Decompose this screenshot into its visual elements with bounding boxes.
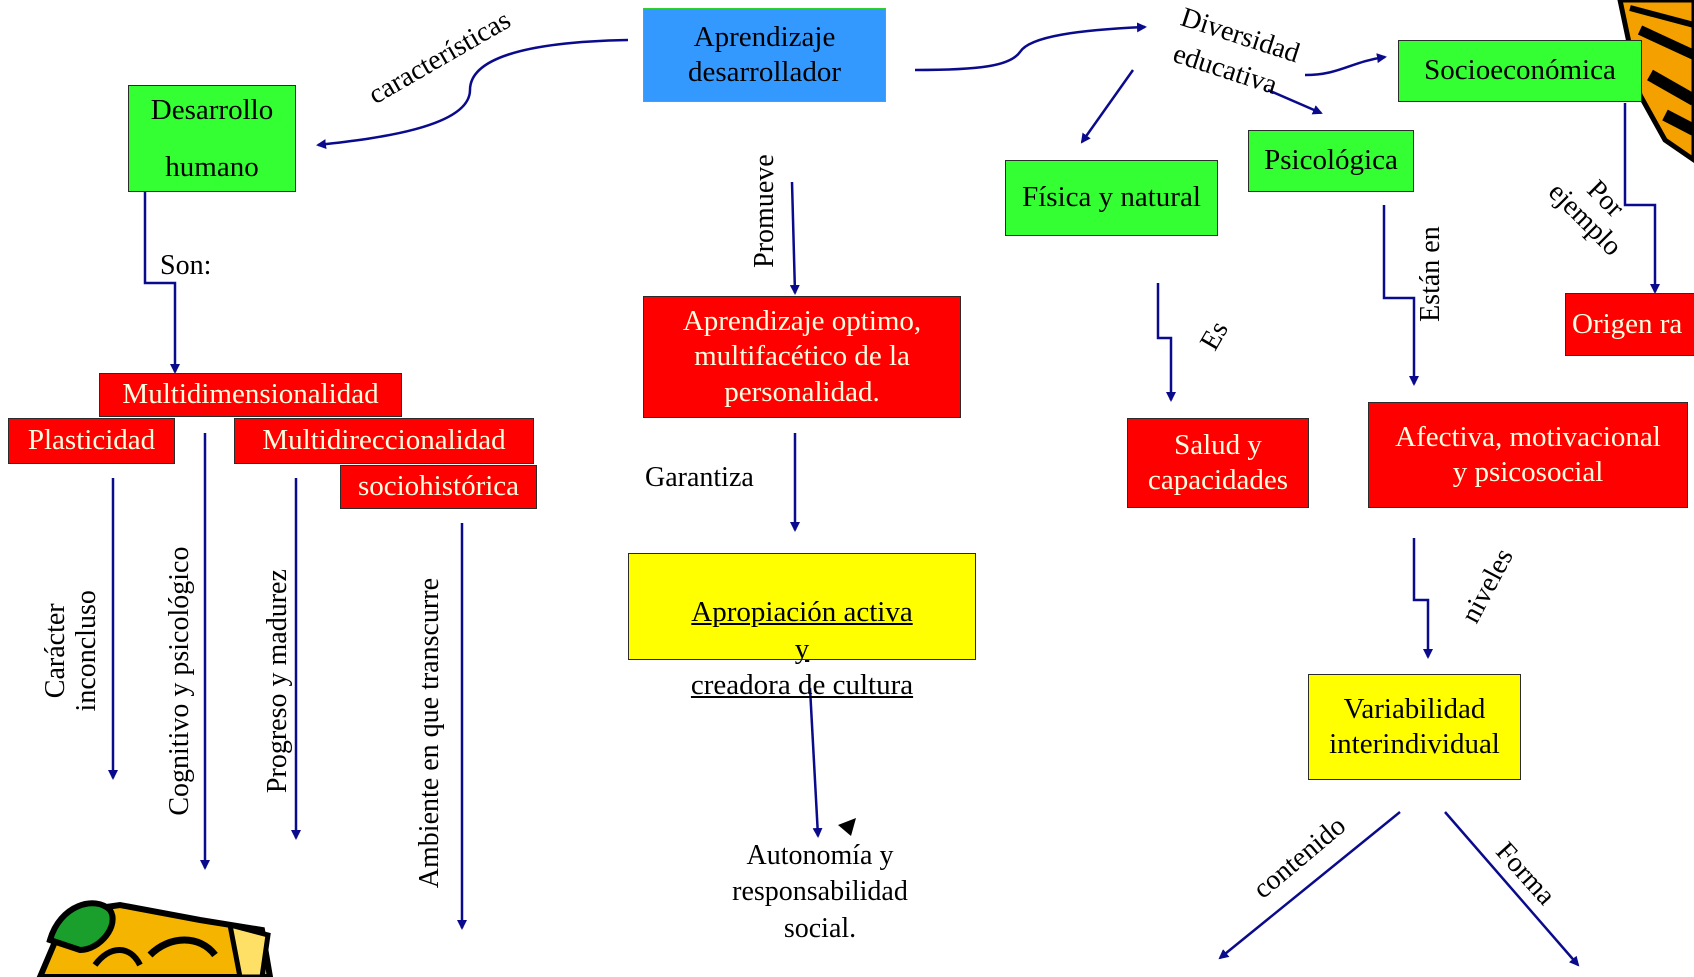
node-plasticidad: Plasticidad xyxy=(8,418,175,464)
label-son: Son: xyxy=(160,250,212,281)
node-autonomia: Autonomía y responsabilidad social. xyxy=(732,840,908,944)
arrow-es xyxy=(1156,283,1176,402)
node-variabilidad: Variabilidad interindividual xyxy=(1308,674,1521,780)
arrow-to-socioeconomica xyxy=(1304,53,1387,77)
node-aprendizaje-desarrollador: Aprendizaje desarrollador xyxy=(643,8,886,102)
pencil-clipart-icon xyxy=(36,900,274,977)
arrow-to-psicologica xyxy=(1267,88,1323,115)
node-desarrollo-humano: Desarrollo humano xyxy=(128,85,296,192)
label-cognitivo-psicologico: Cognitivo y psicológico xyxy=(163,546,195,816)
arrow-to-autonomia xyxy=(808,687,823,838)
label-estan-en: Están en xyxy=(1414,226,1446,322)
arrow-estan-en xyxy=(1382,205,1419,386)
arrow-son xyxy=(143,192,180,374)
node-psicologica: Psicológica xyxy=(1248,130,1414,192)
arrow-contenido xyxy=(1218,811,1401,960)
label-progreso-madurez: Progreso y madurez xyxy=(261,569,293,794)
arrow-caracteristicas xyxy=(316,38,629,150)
node-origen: Origen ra xyxy=(1565,293,1694,356)
label-garantiza: Garantiza xyxy=(645,462,754,493)
node-apropiacion-text: Apropiación activa y creadora de cultura xyxy=(690,596,914,701)
node-aprendizaje-optimo: Aprendizaje optimo, multifacético de la … xyxy=(643,296,961,418)
arrow-to-diversidad xyxy=(914,22,1147,72)
triangle-marker xyxy=(838,818,856,836)
arrow-to-fisica xyxy=(1080,69,1135,144)
arrow-promueve xyxy=(789,181,800,295)
node-sociohistorica: sociohistórica xyxy=(340,465,537,509)
node-afectiva: Afectiva, motivacional y psicosocial xyxy=(1368,402,1688,508)
node-apropiacion-activa: Apropiación activa y creadora de cultura xyxy=(628,553,976,701)
label-caracter-inconcluso: Carácter inconcluso xyxy=(40,590,102,712)
arrow-niveles xyxy=(1412,538,1433,659)
node-fisica-natural: Física y natural xyxy=(1005,160,1218,236)
arrow-por-ejemplo xyxy=(1623,103,1660,294)
arrow-forma xyxy=(1444,811,1580,967)
connector-arrows xyxy=(108,22,1660,967)
node-multidimensionalidad: Multidimensionalidad xyxy=(99,373,402,417)
label-ambiente: Ambiente en que transcurre xyxy=(413,578,445,889)
node-socioeconomica: Socioeconómica xyxy=(1398,40,1642,102)
node-multidireccionalidad: Multidireccionalidad xyxy=(234,418,534,464)
label-promueve: Promueve xyxy=(748,154,780,268)
node-salud-capacidades: Salud y capacidades xyxy=(1127,418,1309,508)
